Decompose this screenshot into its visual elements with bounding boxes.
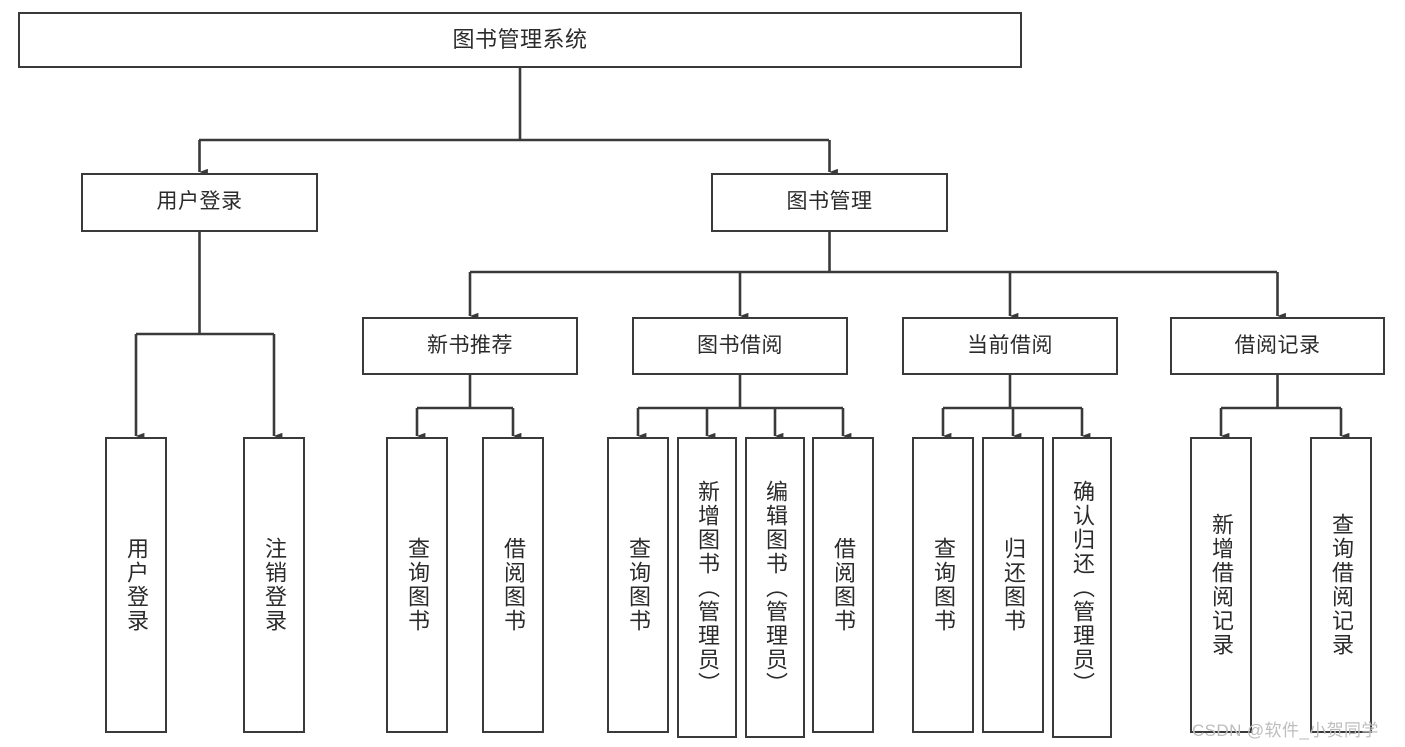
node-label: 查询图书 xyxy=(404,537,430,633)
node-leaf-query-book-3[interactable]: 查询图书 xyxy=(912,437,974,733)
node-label: 新增图书（管理员） xyxy=(694,479,720,696)
node-leaf-return-book[interactable]: 归还图书 xyxy=(982,437,1044,733)
node-leaf-add-book[interactable]: 新增图书（管理员） xyxy=(677,437,737,738)
node-book-borrow[interactable]: 图书借阅 xyxy=(632,317,848,375)
node-leaf-add-record[interactable]: 新增借阅记录 xyxy=(1190,437,1252,733)
node-root[interactable]: 图书管理系统 xyxy=(18,12,1022,68)
node-label: 借阅图书 xyxy=(830,537,856,633)
node-label: 查询图书 xyxy=(930,537,956,633)
node-label: 查询图书 xyxy=(625,537,651,633)
node-user-login[interactable]: 用户登录 xyxy=(81,173,318,232)
node-leaf-borrow-book-1[interactable]: 借阅图书 xyxy=(482,437,544,733)
node-label: 用户登录 xyxy=(123,537,149,633)
node-label: 编辑图书（管理员） xyxy=(762,479,788,696)
node-leaf-user-login[interactable]: 用户登录 xyxy=(105,437,167,733)
node-label: 当前借阅 xyxy=(967,333,1053,357)
node-leaf-edit-book[interactable]: 编辑图书（管理员） xyxy=(745,437,805,738)
node-leaf-query-book-2[interactable]: 查询图书 xyxy=(607,437,669,733)
node-leaf-query-record[interactable]: 查询借阅记录 xyxy=(1310,437,1372,733)
node-label: 新书推荐 xyxy=(427,333,513,357)
node-label: 注销登录 xyxy=(261,537,287,633)
node-label: 图书管理 xyxy=(786,190,873,214)
watermark-label: CSDN @软件_小贺同学 xyxy=(1192,721,1379,740)
node-label: 用户登录 xyxy=(156,190,243,214)
node-book-manage[interactable]: 图书管理 xyxy=(711,173,948,232)
node-leaf-query-book-1[interactable]: 查询图书 xyxy=(386,437,448,733)
node-leaf-confirm-return[interactable]: 确认归还（管理员） xyxy=(1052,437,1112,738)
connector-lines xyxy=(134,68,1350,440)
node-new-book-rec[interactable]: 新书推荐 xyxy=(362,317,578,375)
node-label: 归还图书 xyxy=(1000,537,1026,633)
node-borrow-record[interactable]: 借阅记录 xyxy=(1170,317,1385,375)
node-label: 借阅记录 xyxy=(1234,333,1321,357)
node-label: 借阅图书 xyxy=(500,537,526,633)
node-label: 查询借阅记录 xyxy=(1328,513,1354,657)
node-leaf-user-logout[interactable]: 注销登录 xyxy=(243,437,305,733)
node-current-borrow[interactable]: 当前借阅 xyxy=(902,317,1118,375)
node-leaf-borrow-book-2[interactable]: 借阅图书 xyxy=(812,437,874,733)
node-label: 图书借阅 xyxy=(697,333,783,357)
node-label: 新增借阅记录 xyxy=(1208,513,1234,657)
node-label: 图书管理系统 xyxy=(452,27,588,53)
node-label: 确认归还（管理员） xyxy=(1069,479,1095,696)
